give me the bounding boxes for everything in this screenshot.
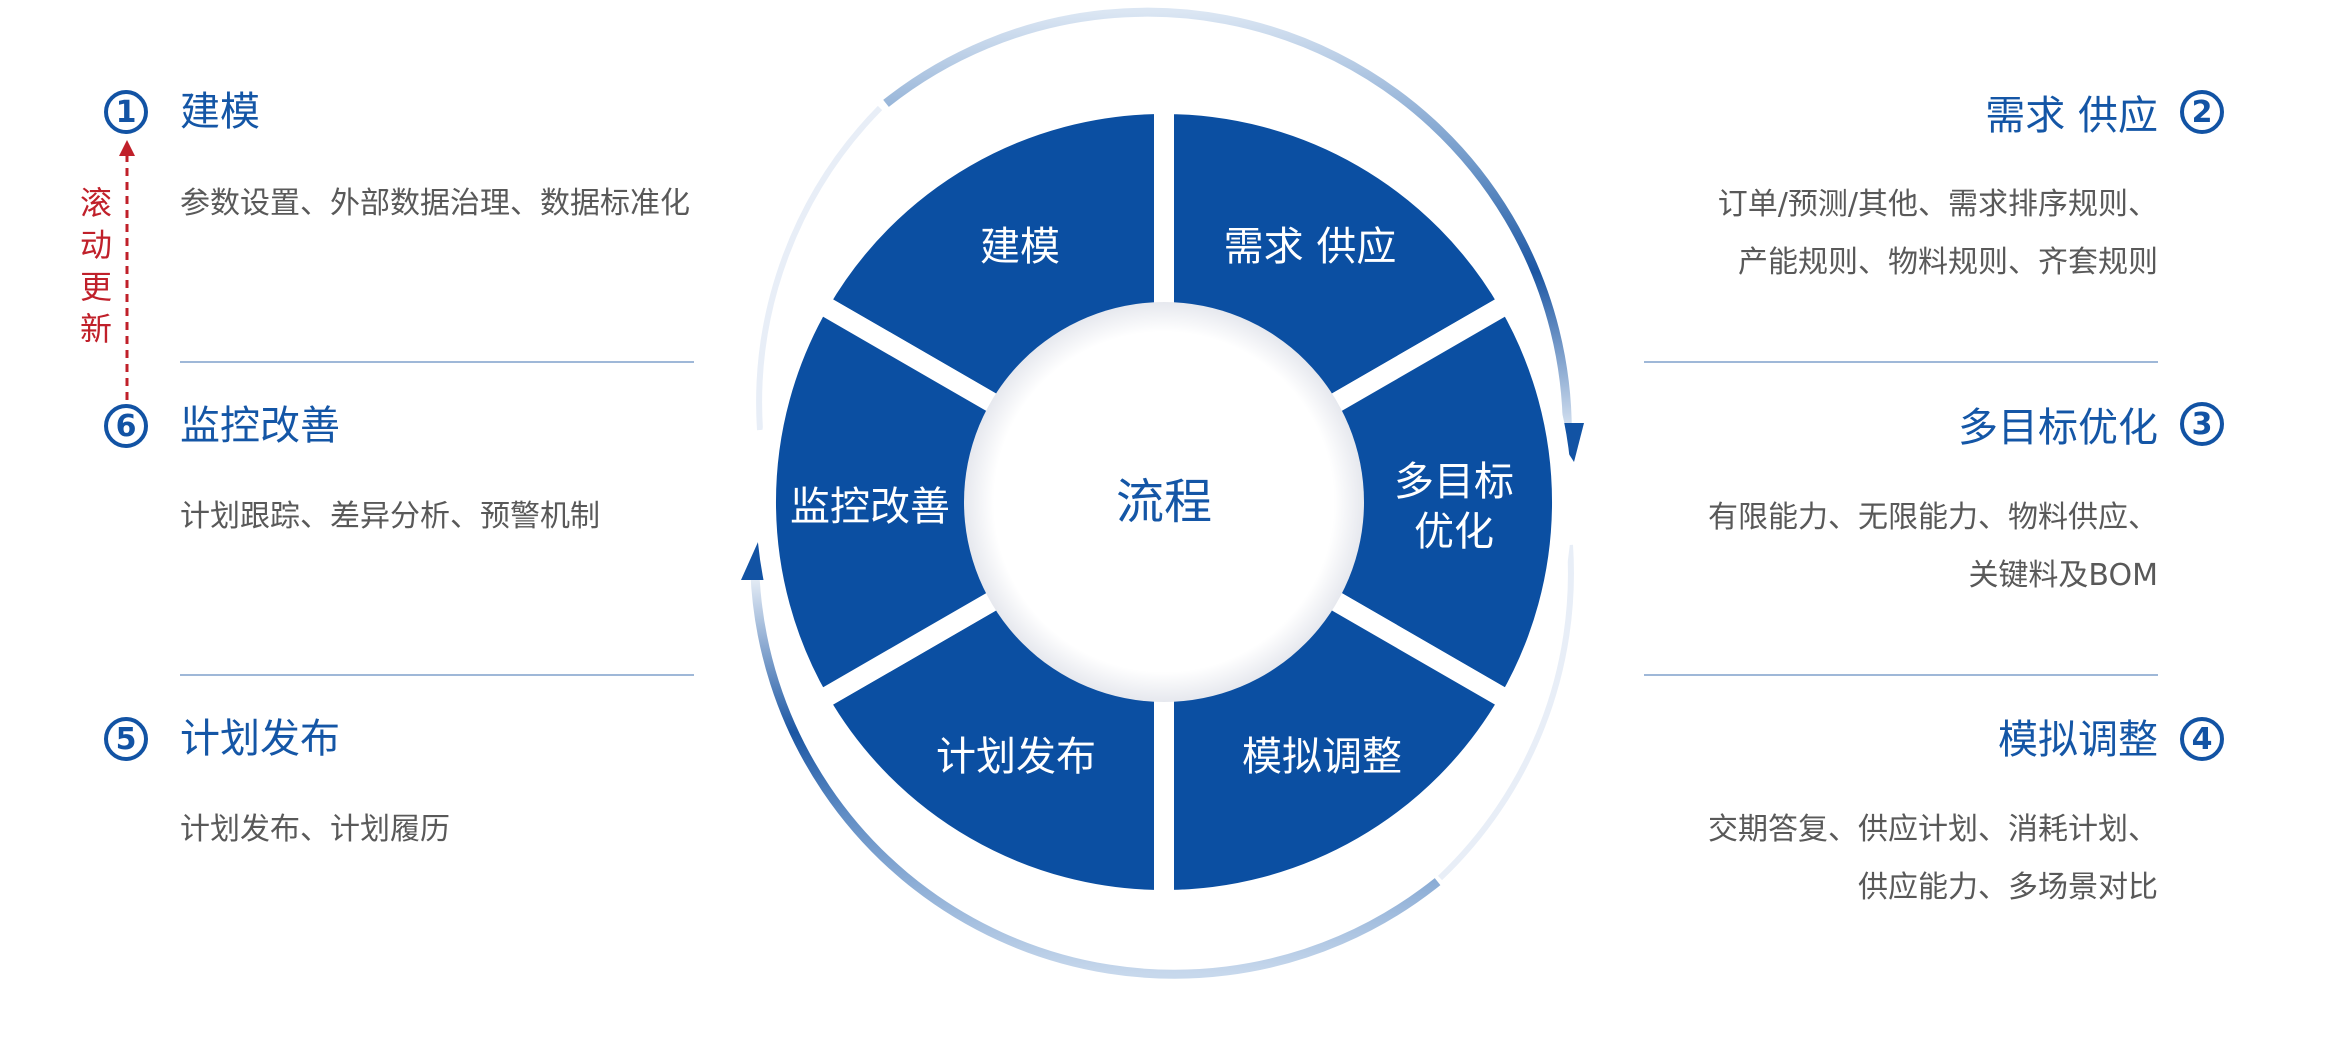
divider-right-2 [1644,674,2158,676]
cycle-arc-left [750,570,1441,979]
step-desc-3: 有限能力、无限能力、物料供应、 关键料及BOM [1708,489,2158,605]
rolling-update-char: 动 [79,226,112,264]
rolling-update-char: 新 [79,310,112,348]
step-title-4: 模拟调整 [1998,717,2158,763]
segment-label-duomubiao-2: 优化 [1414,509,1494,555]
center-label: 流程 [1116,474,1212,530]
step-desc-1: 参数设置、外部数据治理、数据标准化 [180,186,690,221]
segment-label-moni: 模拟调整 [1242,734,1402,780]
segment-label-jianmo: 建模 [980,224,1060,270]
step-title-2: 需求 供应 [1985,93,2158,139]
divider-left-1 [180,361,694,363]
cycle-arc-top-fade [756,105,883,431]
wheel-segments [755,93,1573,911]
step-desc-4-line: 交期答复、供应计划、消耗计划、 [1708,812,2158,847]
cycle-arc-right [883,7,1572,447]
segment-label-jihua: 计划发布 [936,734,1096,780]
step-number-2: 2 [2180,90,2224,134]
step-desc-3-line: 有限能力、无限能力、物料供应、 [1708,500,2158,535]
step-desc-6: 计划跟踪、差异分析、预警机制 [180,499,600,534]
rolling-update-label: 滚 动 更 新 [76,182,116,350]
step-title-3: 多目标优化 [1958,405,2158,451]
center-hub-inner [1014,352,1314,652]
rolling-update-char: 滚 [79,184,112,222]
rolling-update-char: 更 [79,268,112,306]
step-desc-4-line: 供应能力、多场景对比 [1858,870,2158,905]
cycle-arc-bottom-fade [1437,544,1574,881]
step-number-6: 6 [104,404,148,448]
segment-label-xuqiu: 需求 供应 [1224,224,1397,270]
step-desc-2-line: 订单/预测/其他、需求排序规则、 [1717,187,2158,222]
divider-right-1 [1644,361,2158,363]
step-number-3: 3 [2180,402,2224,446]
step-desc-5: 计划发布、计划履历 [180,812,450,847]
step-desc-2: 订单/预测/其他、需求排序规则、 产能规则、物料规则、齐套规则 [1718,176,2158,292]
step-title-5: 计划发布 [180,716,340,762]
segment-label-duomubiao-1: 多目标 [1394,459,1514,505]
step-desc-4: 交期答复、供应计划、消耗计划、 供应能力、多场景对比 [1708,801,2158,917]
segment-label-jiankong: 监控改善 [790,484,950,530]
rolling-update-arrow [119,140,135,400]
step-number-5: 5 [104,717,148,761]
step-number-4: 4 [2180,717,2224,761]
step-title-6: 监控改善 [180,403,340,449]
divider-left-2 [180,674,694,676]
step-desc-3-line: 关键料及BOM [1968,558,2158,593]
step-title-1: 建模 [180,89,260,135]
step-desc-2-line: 产能规则、物料规则、齐套规则 [1738,245,2158,280]
step-number-1: 1 [104,90,148,134]
